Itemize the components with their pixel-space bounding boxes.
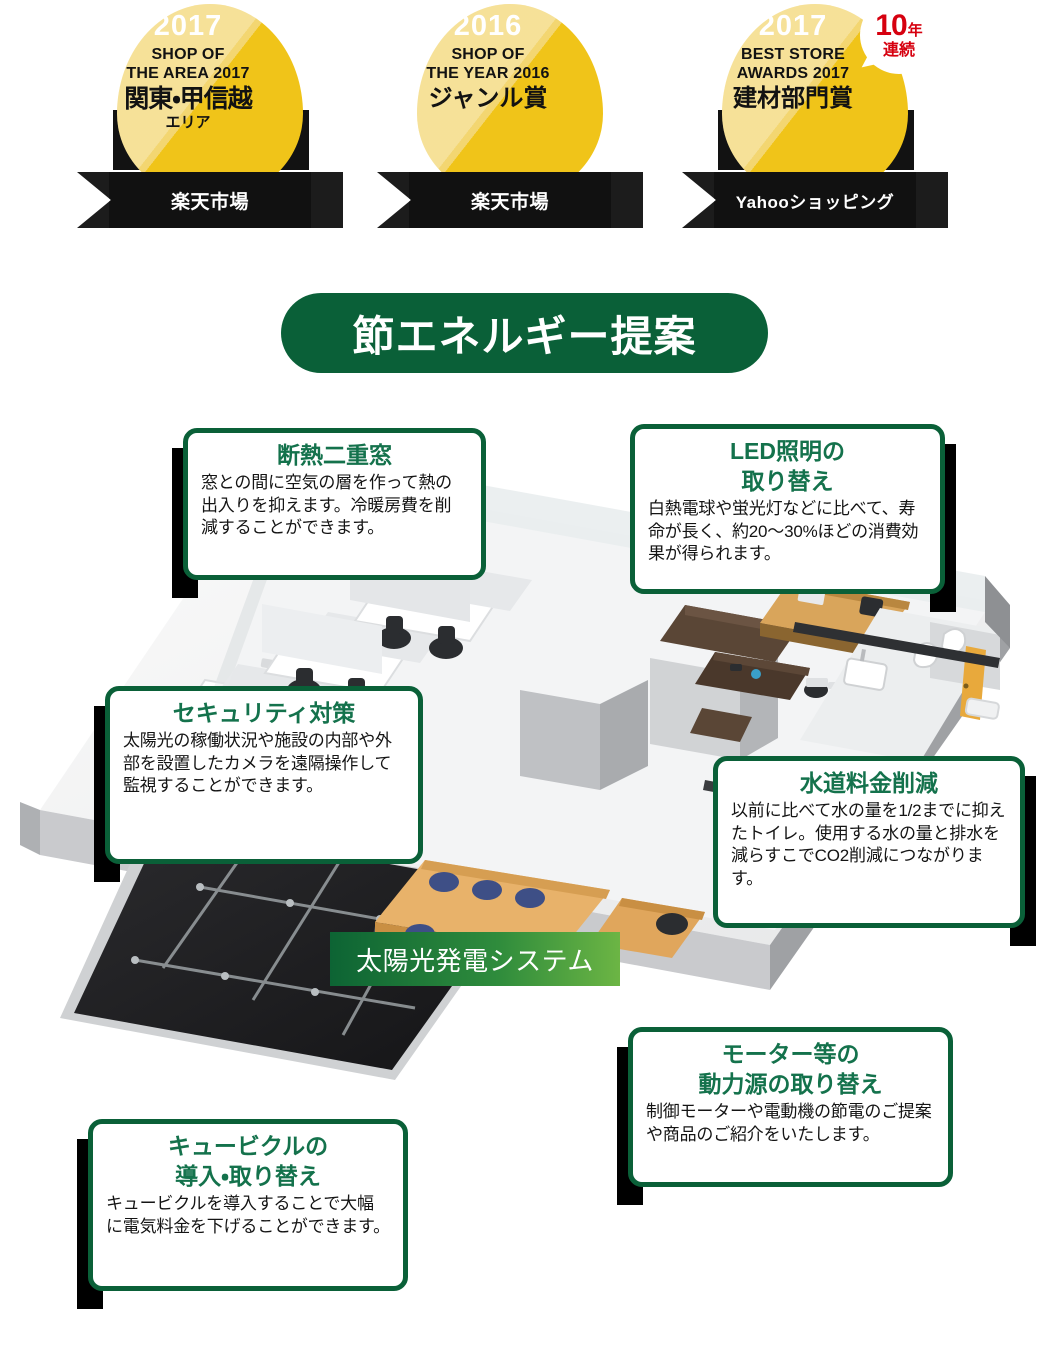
badge-jp-main: ジャンル賞 [428,85,548,113]
badge-en-line2: THE AREA 2017 [126,65,250,83]
sparkle-icon [411,28,433,50]
callout-card: LED照明の 取り替え 白熱電球や蛍光灯などに比べて、寿命が長く、約20〜30%… [630,424,945,594]
badge-en-line2: THE YEAR 2016 [426,65,550,83]
callout-title-line2: 動力源の取り替え [698,1071,883,1098]
badge-jp-sub: エリア [165,113,211,131]
lounge-area [660,605,810,742]
badge-oval [722,4,908,200]
callout-led-lighting-replacement: LED照明の 取り替え 白熱電球や蛍光灯などに比べて、寿命が長く、約20〜30%… [630,424,956,612]
callout-title-line1: モーター等の [721,1041,860,1067]
badge-content: 2017 BEST STORE AWARDS 2017 建材部門賞 [700,0,886,196]
award-badge-yahoo-kenzai: 2017 BEST STORE AWARDS 2017 建材部門賞 10 年 連… [682,0,948,245]
badge-ribbon-label: 楽天市場 [170,191,249,213]
badge-en-line1: BEST STORE [741,46,845,63]
callout-title-line1: キュービクルの [167,1133,329,1159]
badge-gloss [417,4,603,200]
callout-body: 窓との間に空気の層を作って熱の出入りを抑えます。冷暖房費を削減することができます… [201,473,452,538]
callout-insulated-double-window: 断熱二重窓 窓との間に空気の層を作って熱の出入りを抑えます。冷暖房費を削減するこ… [172,428,486,598]
award-badge-rakuten-genre: 2016 SHOP OF THE YEAR 2016 ジャンル賞 楽天市場 [377,0,643,245]
callout-motor-power-source-replacement: モーター等の 動力源の取り替え 制御モーターや電動機の節電のご提案や商品のご紹介… [617,1027,953,1205]
badge-jp-main: 建材部門賞 [733,85,853,113]
badge-content: 2016 SHOP OF THE YEAR 2016 ジャンル賞 [395,0,581,196]
award-badge-rakuten-area: 2017 SHOP OF THE AREA 2017 関東・甲信越 エリア 楽天… [77,0,343,245]
award-badge-row: 2017 SHOP OF THE AREA 2017 関東・甲信越 エリア 楽天… [0,0,1049,245]
badge-ribbon-inner: Yahooショッピング [714,172,916,228]
badge-oval [117,4,303,200]
badge-ribbon-inner: 楽天市場 [109,172,311,228]
badge-jp-main: 関東・甲信越 [124,85,253,114]
badge-ribbon-inner: 楽天市場 [409,172,611,228]
badge-gloss [117,4,303,200]
callout-body: キュービクルを導入することで大幅に電気料金を下げることができます。 [106,1194,390,1236]
callout-card: モーター等の 動力源の取り替え 制御モーターや電動機の節電のご提案や商品のご紹介… [628,1027,953,1187]
badge-en-line1: SHOP OF [151,46,225,63]
callout-body: 制御モーターや電動機の節電のご提案や商品のご紹介をいたします。 [646,1102,932,1144]
core-column [520,690,600,790]
badge-ribbon: Yahooショッピング [682,172,948,228]
callout-card: キュービクルの 導入・取り替え キュービクルを導入することで大幅に電気料金を下げ… [88,1119,408,1291]
sparkle-icon [111,28,133,50]
callout-body: 白熱電球や蛍光灯などに比べて、寿命が長く、約20〜30%ほどの消費効果が得られま… [648,499,919,564]
badge-oval [417,4,603,200]
callout-title-line1: LED照明の [730,438,845,464]
streak-unit: 年 [907,22,923,39]
streak-label: 連続 [882,42,915,59]
building-slab-edge [20,802,40,855]
solar-system-label-text: 太陽光発電システム [356,945,594,976]
badge-content: 2017 SHOP OF THE AREA 2017 関東・甲信越 エリア [95,0,281,196]
badge-en-line1: SHOP OF [451,46,525,63]
callout-body: 以前に比べて水の量を1/2までに抑えたトイレ。使用する水の量と排水を減らすこでC… [731,801,1006,888]
badge-ribbon-label: Yahooショッピング [735,192,895,212]
callout-card: 水道料金削減 以前に比べて水の量を1/2までに抑えたトイレ。使用する水の量と排水… [713,756,1025,928]
callout-title: セキュリティ対策 [172,700,356,726]
callout-title: 断熱二重窓 [277,442,392,468]
badge-ribbon-label: 楽天市場 [470,191,549,213]
callout-cubicle-installation: キュービクルの 導入・取り替え キュービクルを導入することで大幅に電気料金を下げ… [77,1119,408,1309]
badge-ribbon: 楽天市場 [77,172,343,228]
ceiling-beam [793,622,1000,668]
callout-card: セキュリティ対策 太陽光の稼働状況や施設の内部や外部を設置したカメラを遠隔操作し… [105,686,423,864]
badge-year: 2017 [153,10,223,42]
callout-title-line2: 導入・取り替え [175,1163,321,1190]
page-title: 節エネルギー提案 [281,293,768,373]
callout-water-bill-reduction: 水道料金削減 以前に比べて水の量を1/2までに抑えたトイレ。使用する水の量と排水… [713,756,1036,946]
callout-title: 水道料金削減 [800,770,938,796]
badge-en-line2: AWARDS 2017 [736,65,850,83]
callout-title-line2: 取り替え [741,468,834,495]
sparkle-icon [716,28,738,50]
badge-year: 2017 [758,10,828,42]
badge-year: 2016 [453,10,523,42]
callout-body: 太陽光の稼働状況や施設の内部や外部を設置したカメラを遠隔操作して監視することがで… [123,731,392,796]
callout-security-measures: セキュリティ対策 太陽光の稼働状況や施設の内部や外部を設置したカメラを遠隔操作し… [94,686,423,882]
streak-number: 10 [875,9,907,42]
solar-system-label: 太陽光発電システム [330,932,620,986]
desk-cluster-group [173,552,532,763]
page-title-text: 節エネルギー提案 [352,312,697,360]
callout-card: 断熱二重窓 窓との間に空気の層を作って熱の出入りを抑えます。冷暖房費を削減するこ… [183,428,486,580]
streak-top: 10 年 [875,11,922,41]
streak-bubble: 10 年 連続 [860,0,938,74]
badge-ribbon: 楽天市場 [377,172,643,228]
